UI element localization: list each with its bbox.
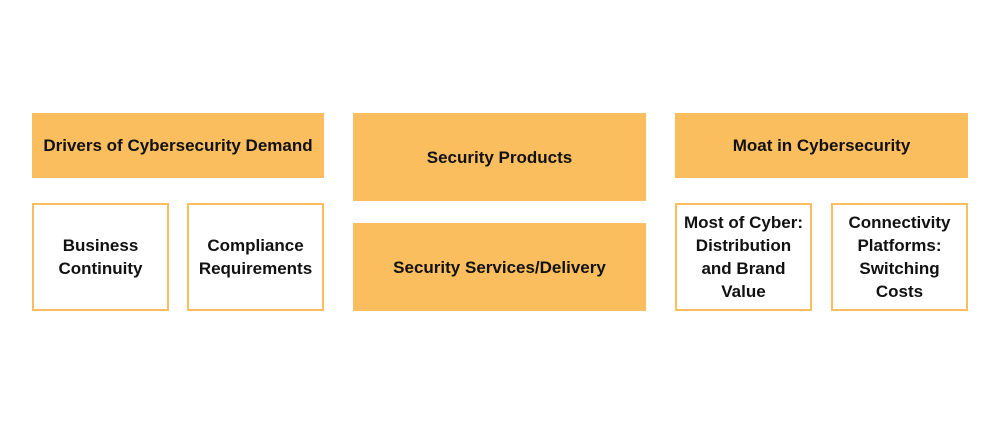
security-products-box: Security Products <box>353 113 646 201</box>
business-continuity-label: Business Continuity <box>58 236 143 278</box>
switching-costs-box: Connectivity Platforms: Switching Costs <box>831 203 968 311</box>
drivers-of-demand-header-label: Drivers of Cybersecurity Demand <box>43 136 313 155</box>
moat-header: Moat in Cybersecurity <box>675 113 968 178</box>
security-products-label: Security Products <box>426 147 573 167</box>
distribution-brand-value-box: Most of Cyber: Distribution and Brand Va… <box>675 203 812 311</box>
business-continuity-box: Business Continuity <box>32 203 169 311</box>
switching-costs-label: Connectivity Platforms: Switching Costs <box>848 213 951 301</box>
distribution-brand-value-label: Most of Cyber: Distribution and Brand Va… <box>684 213 803 301</box>
moat-header-label: Moat in Cybersecurity <box>732 136 911 155</box>
security-services-box: Security Services/Delivery <box>353 223 646 311</box>
compliance-requirements-label: Compliance Requirements <box>198 236 313 278</box>
compliance-requirements-box: Compliance Requirements <box>187 203 324 311</box>
drivers-of-demand-header: Drivers of Cybersecurity Demand <box>32 113 324 178</box>
security-services-label: Security Services/Delivery <box>393 257 606 277</box>
